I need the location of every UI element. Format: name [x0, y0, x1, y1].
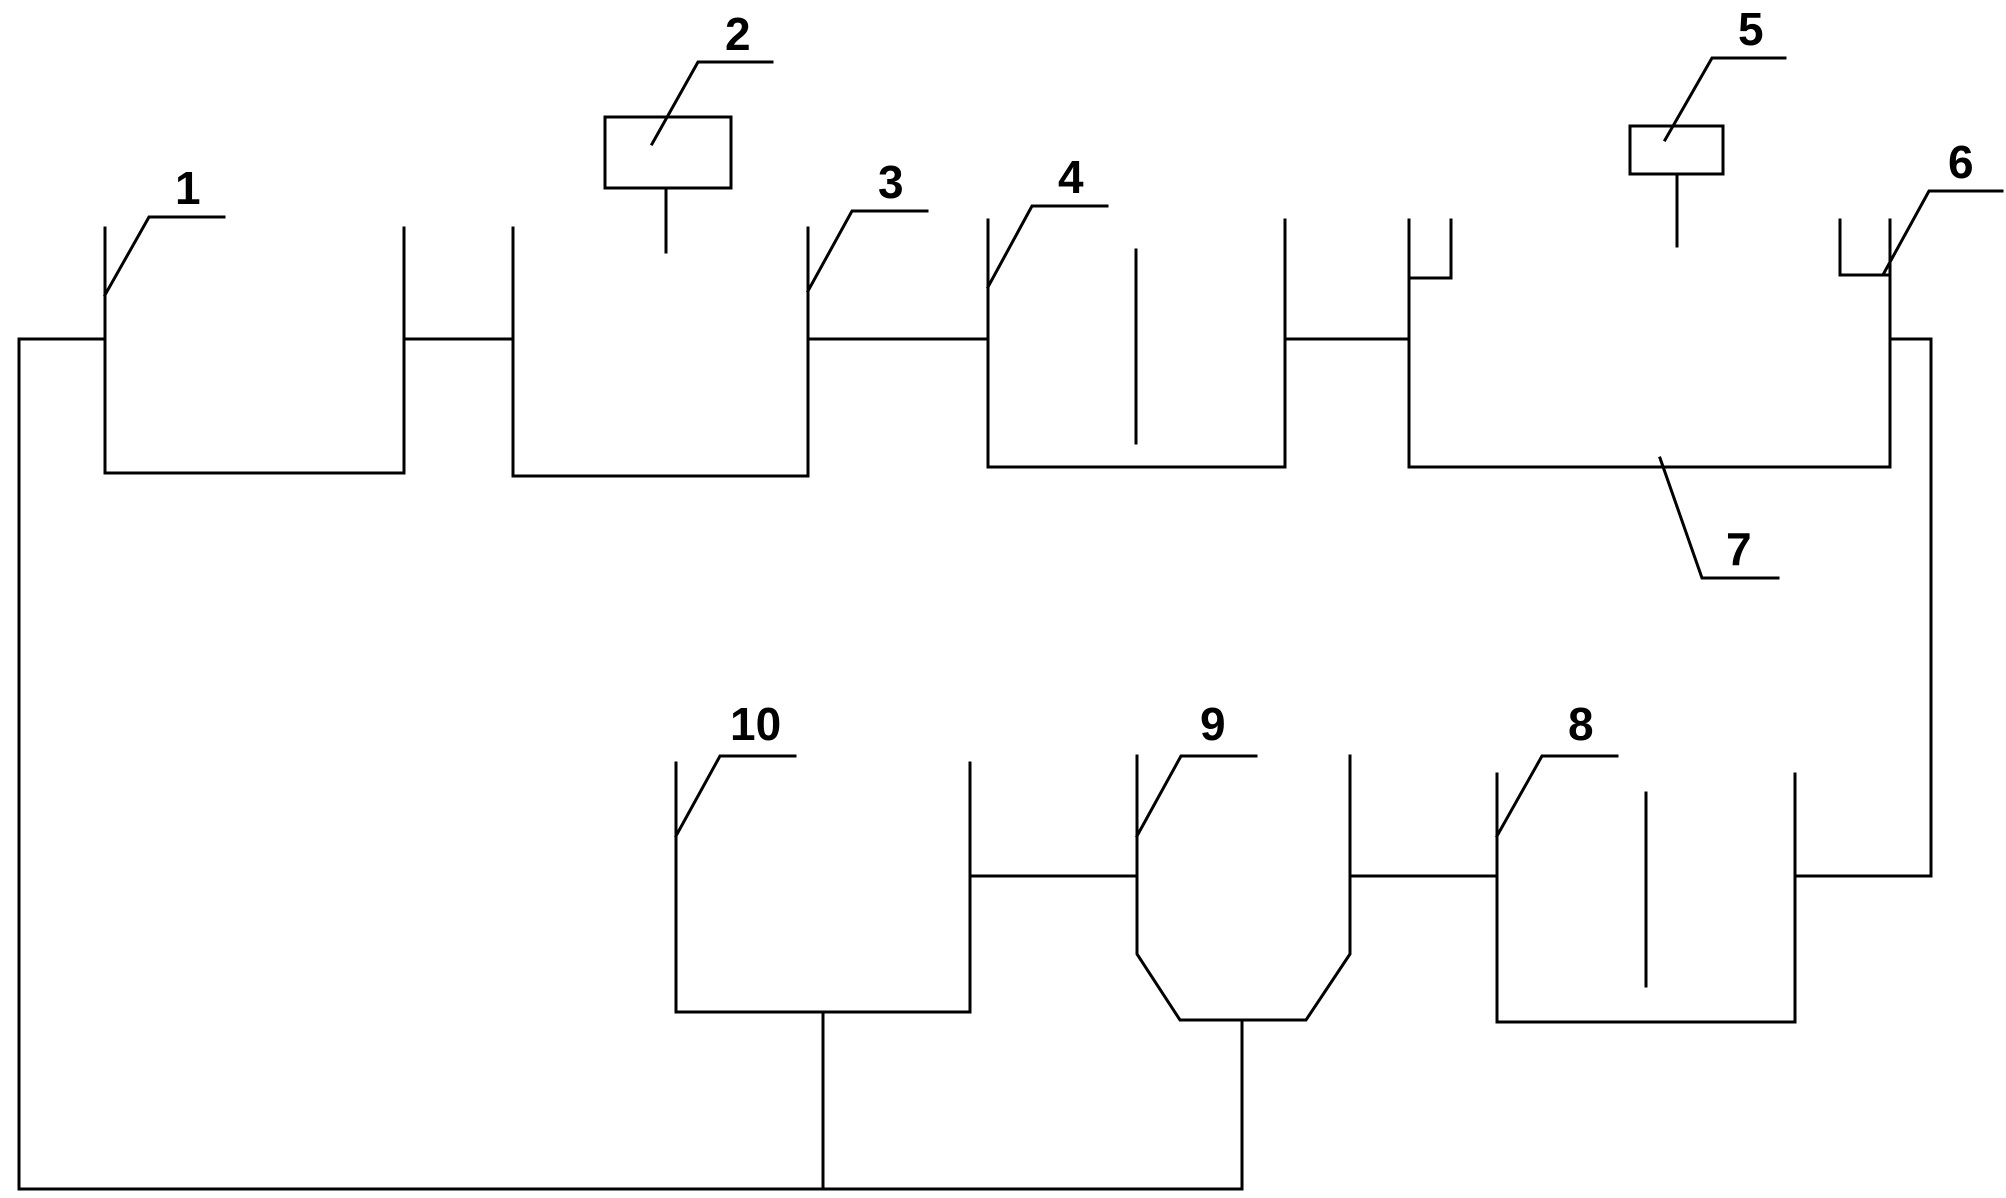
label-8: 8: [1568, 698, 1594, 750]
pipe-7-8: [1793, 337, 1933, 878]
leader-lines: [102, 56, 2004, 839]
leader-8: [1494, 754, 1619, 839]
tank-8: [1495, 772, 1797, 1024]
label-9: 9: [1200, 698, 1226, 750]
leader-5: [1662, 56, 1787, 143]
label-6: 6: [1948, 136, 1974, 188]
tank-1: [103, 226, 406, 475]
leader-6: [1881, 189, 2004, 276]
tank-9: [1135, 754, 1352, 1022]
tank-7: [1407, 218, 1892, 469]
tank-7-body: [1407, 218, 1892, 469]
leader-4: [985, 204, 1109, 290]
inlet-weir: [1407, 218, 1453, 280]
leader-3: [805, 209, 929, 294]
leader-2: [649, 60, 774, 147]
tank-9-body: [1135, 754, 1352, 1022]
label-3: 3: [878, 156, 904, 208]
label-5: 5: [1738, 3, 1764, 55]
tank-1-body: [103, 226, 406, 475]
outlet-weir-6: [1838, 218, 1892, 277]
label-10: 10: [730, 698, 781, 750]
leader-1: [102, 215, 226, 298]
label-1: 1: [175, 162, 201, 214]
dosing-box-2: [603, 115, 733, 190]
tank-10: [674, 761, 972, 1014]
tank-3: [511, 226, 810, 478]
bottom-pipes: [17, 337, 1499, 1191]
number-labels: 1 2 3 4 5 6 7 8 9 10: [175, 3, 1974, 750]
dosing-unit-2: [603, 115, 733, 254]
tank-10-body: [674, 761, 972, 1014]
dosing-unit-5: [1628, 124, 1725, 248]
leader-10: [673, 754, 797, 839]
leader-7: [1658, 456, 1780, 580]
label-4: 4: [1058, 151, 1084, 203]
return-pipe-to-1: [17, 337, 1244, 1191]
tank-3-body: [511, 226, 810, 478]
label-2: 2: [725, 8, 751, 60]
leader-9: [1134, 754, 1258, 839]
label-7: 7: [1726, 523, 1752, 575]
tank-4: [986, 218, 1287, 469]
tank-4-body: [986, 218, 1287, 469]
dosing-box-5: [1628, 124, 1725, 176]
tank-8-body: [1495, 772, 1797, 1024]
